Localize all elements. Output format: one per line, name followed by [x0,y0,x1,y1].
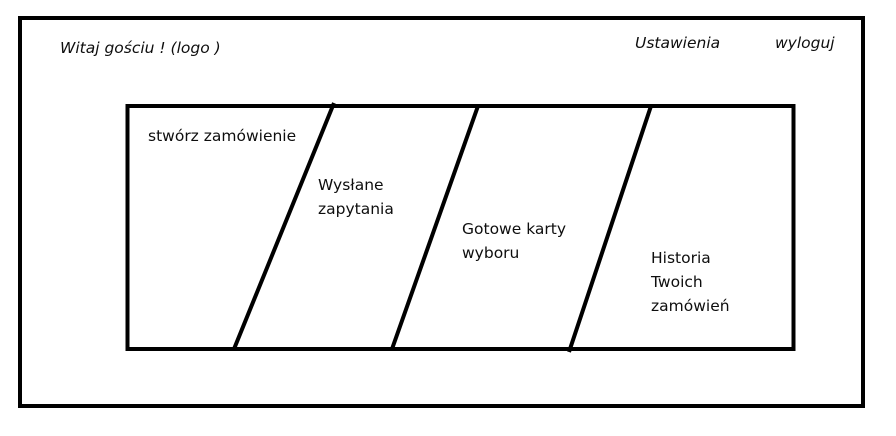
segment-create-order-label: stwórz zamówienie [148,127,297,145]
segment-sent-inquiries[interactable]: Wysłane zapytania [318,173,408,221]
divider-1 [232,102,336,350]
logout-link[interactable]: wyloguj [775,34,835,52]
segment-ready-choice-cards-label: Gotowe karty wyboru [462,220,567,262]
segment-order-history[interactable]: Historia Twoich zamówień [651,246,739,318]
segment-order-history-label: Historia Twoich zamówień [651,249,730,315]
outer-frame [18,16,865,408]
welcome-logo-text: Witaj gościu ! (logo ) [60,39,221,57]
segment-ready-choice-cards[interactable]: Gotowe karty wyboru [462,217,582,265]
panel-border [125,104,796,351]
settings-link[interactable]: Ustawienia [635,34,721,52]
segment-sent-inquiries-label: Wysłane zapytania [318,176,394,218]
divider-2 [390,105,480,350]
divider-3 [567,105,653,353]
segment-create-order[interactable]: stwórz zamówienie [148,124,318,148]
